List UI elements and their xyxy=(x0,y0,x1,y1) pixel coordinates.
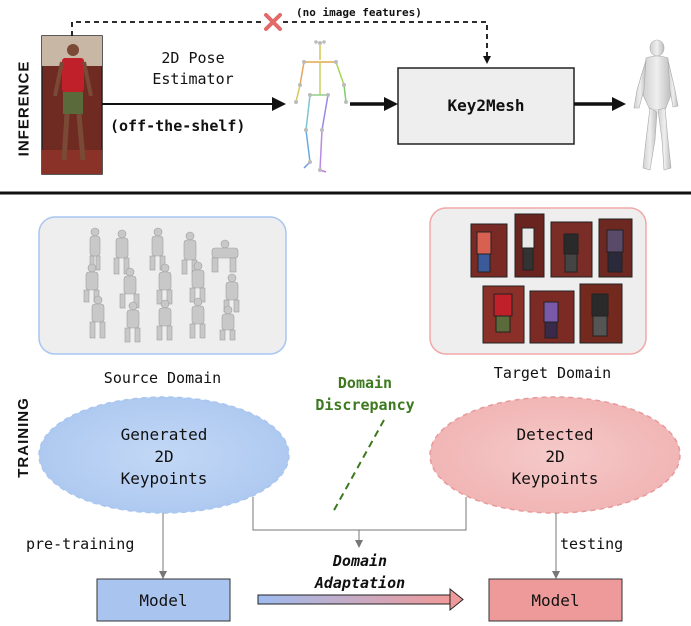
detected-keypoints-label: Detected 2D Keypoints xyxy=(475,424,635,490)
domain-adaptation-line2: Adaptation xyxy=(314,574,406,592)
pose-estimator-line1: 2D Pose xyxy=(161,49,225,67)
real-images xyxy=(470,213,633,344)
target-domain-label: Target Domain xyxy=(493,364,612,382)
testing-label: testing xyxy=(560,535,624,553)
source-domain-label: Source Domain xyxy=(103,369,222,387)
domain-discrepancy-line2: Discrepancy xyxy=(315,396,415,414)
no-image-features-label: (no image features) xyxy=(296,6,422,19)
skeleton-keypoints xyxy=(294,40,348,173)
domain-adaptation-arrow xyxy=(257,587,464,612)
source-model-label: Model xyxy=(139,591,188,610)
domain-discrepancy-label: Domain Discrepancy xyxy=(290,372,440,416)
inference-section-label: INFERENCE xyxy=(15,60,33,157)
pose-estimator-label: 2D Pose Estimator xyxy=(128,48,258,90)
detected-keypoints-ellipse xyxy=(429,396,681,514)
domain-adaptation-label: Domain Adaptation xyxy=(280,550,440,594)
merge-connector xyxy=(252,497,467,531)
generated-line3: Keypoints xyxy=(120,469,208,488)
off-the-shelf-label: (off-the-shelf) xyxy=(110,117,246,135)
domain-adaptation-line1: Domain xyxy=(332,552,388,570)
generated-keypoints-ellipse xyxy=(38,396,290,514)
cross-icon xyxy=(264,13,282,31)
key2mesh-box xyxy=(397,67,575,145)
generated-line2: 2D xyxy=(154,447,174,466)
source-model-box xyxy=(96,578,231,622)
synthetic-bodies xyxy=(83,227,240,343)
domain-discrepancy-line1: Domain xyxy=(337,374,393,392)
pose-estimator-line2: Estimator xyxy=(152,70,234,88)
pre-training-label: pre-training xyxy=(26,535,135,553)
target-model-box xyxy=(488,578,623,622)
detected-line2: 2D xyxy=(545,447,565,466)
target-model-label: Model xyxy=(531,591,580,610)
domain-discrepancy-line xyxy=(332,419,385,513)
output-mesh xyxy=(633,39,679,171)
key2mesh-label: Key2Mesh xyxy=(447,96,525,115)
generated-keypoints-label: Generated 2D Keypoints xyxy=(84,424,244,490)
detected-line3: Keypoints xyxy=(511,469,599,488)
detected-line1: Detected xyxy=(516,425,594,444)
input-image xyxy=(41,35,103,175)
training-section-label: TRAINING xyxy=(14,397,32,478)
generated-line1: Generated xyxy=(120,425,208,444)
